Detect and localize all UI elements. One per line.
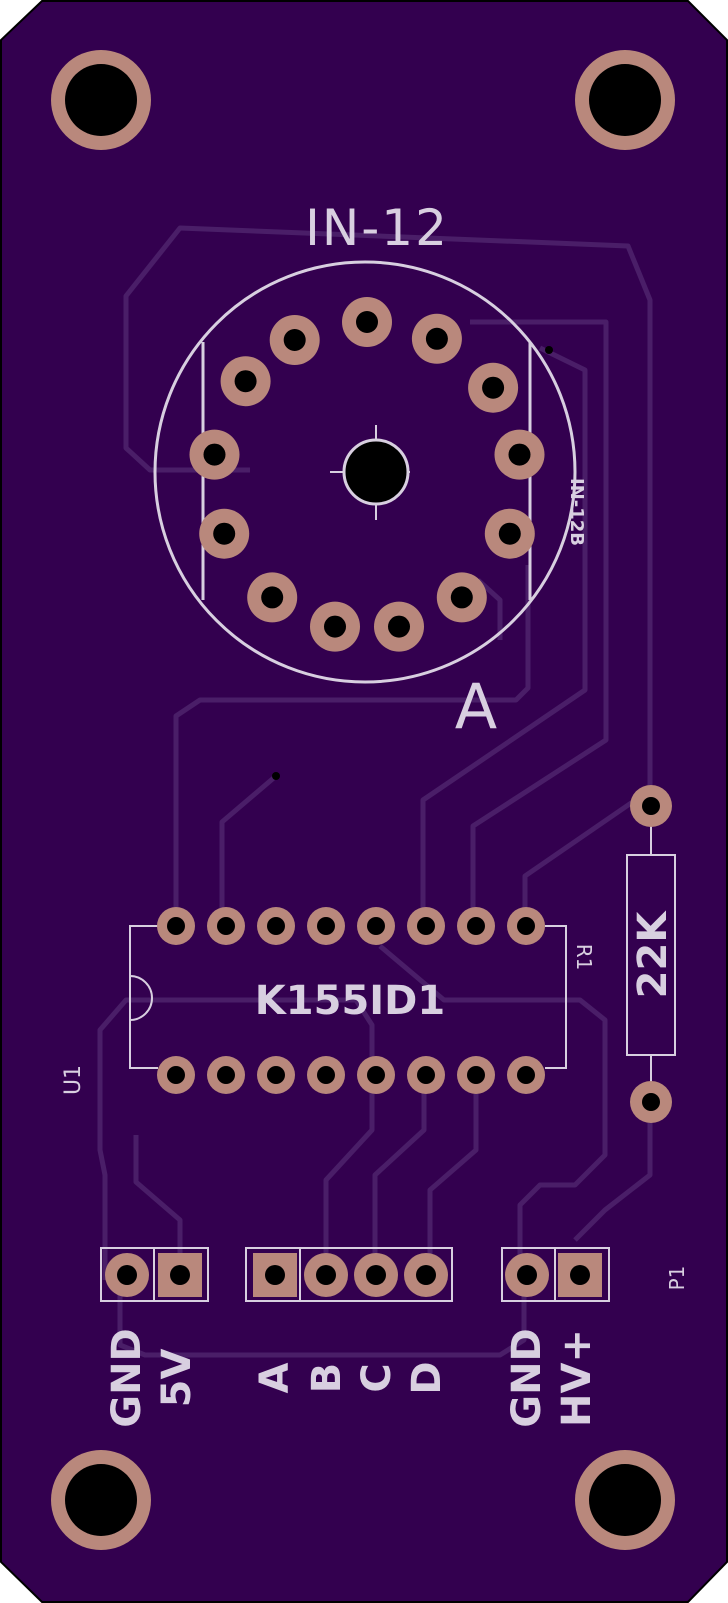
traces bbox=[97, 225, 653, 1358]
resistor-pad-top bbox=[630, 785, 672, 827]
pad-a bbox=[253, 1253, 297, 1297]
tube-pad bbox=[310, 601, 360, 652]
label-c: C bbox=[354, 1363, 400, 1392]
pad-d bbox=[404, 1253, 448, 1297]
ic-pad-bottom bbox=[207, 1056, 245, 1094]
ic-pad-bottom bbox=[407, 1056, 445, 1094]
tube-pad bbox=[436, 572, 487, 623]
resistor-footprint: 22K R1 bbox=[572, 785, 676, 1123]
tube-center-hole bbox=[342, 438, 410, 506]
tube-label: IN-12 bbox=[305, 199, 449, 257]
ic-footprint: K155ID1 U1 bbox=[61, 925, 567, 1095]
pad-b bbox=[304, 1253, 348, 1297]
label-hv: HV+ bbox=[554, 1329, 600, 1427]
ic-ref: U1 bbox=[61, 1065, 86, 1095]
tube-pad bbox=[494, 429, 545, 480]
label-gnd-left: GND bbox=[104, 1328, 150, 1428]
tube-pad bbox=[468, 362, 519, 413]
pad-gnd-right bbox=[505, 1253, 549, 1297]
pin1-marker bbox=[545, 346, 553, 354]
pad-5v bbox=[158, 1253, 202, 1297]
mounting-holes bbox=[51, 50, 675, 1550]
ic-pad-bottom bbox=[457, 1056, 495, 1094]
ic-pad-top bbox=[457, 907, 495, 945]
ic-pad-top bbox=[157, 907, 195, 945]
pad-hv bbox=[558, 1253, 602, 1297]
label-5v: 5V bbox=[154, 1349, 200, 1408]
mounting-hole-br bbox=[575, 1450, 675, 1550]
via-dot bbox=[272, 772, 280, 780]
tube-pads bbox=[189, 297, 545, 652]
ic-notch bbox=[129, 975, 153, 1021]
resistor-body bbox=[626, 854, 676, 1056]
resistor-value: 22K bbox=[630, 910, 676, 999]
ic-pad-top bbox=[257, 907, 295, 945]
label-gnd-right: GND bbox=[504, 1328, 550, 1428]
tube-pad bbox=[220, 356, 271, 407]
connector-power bbox=[100, 1247, 209, 1302]
ic-pad-top bbox=[407, 907, 445, 945]
tube-pad bbox=[342, 297, 392, 347]
tube-pad bbox=[269, 315, 320, 365]
tube-pad bbox=[411, 313, 462, 364]
connector-labels: GND 5V A B C D GND HV+ bbox=[104, 1328, 600, 1428]
ic-pad-top bbox=[207, 907, 245, 945]
label-a: A bbox=[252, 1362, 298, 1393]
ic-pad-top bbox=[357, 907, 395, 945]
tube-pad bbox=[199, 508, 250, 559]
tube-pad bbox=[189, 429, 240, 480]
pad-gnd-left bbox=[105, 1253, 149, 1297]
connector-hv bbox=[501, 1247, 610, 1302]
tube-part-text: IN-12B bbox=[566, 478, 587, 546]
tube-pad bbox=[247, 572, 298, 623]
ic-pad-bottom bbox=[257, 1056, 295, 1094]
ic-pad-bottom bbox=[157, 1056, 195, 1094]
tube-outline bbox=[153, 260, 577, 684]
label-b: B bbox=[304, 1363, 350, 1394]
tube-footprint: IN-12 IN-12B A bbox=[153, 199, 587, 743]
ic-pad-bottom bbox=[357, 1056, 395, 1094]
mounting-hole-tl bbox=[51, 50, 151, 150]
resistor-pad-bottom bbox=[630, 1081, 672, 1123]
ic-name: K155ID1 bbox=[255, 978, 445, 1024]
header-ref: P1 bbox=[665, 1266, 689, 1291]
connector-bcd bbox=[245, 1247, 453, 1302]
tube-anode-label: A bbox=[455, 670, 497, 743]
resistor-ref: R1 bbox=[572, 944, 596, 971]
pad-c bbox=[354, 1253, 398, 1297]
ic-pads bbox=[157, 907, 545, 1094]
ic-pad-top bbox=[507, 907, 545, 945]
mounting-hole-bl bbox=[51, 1450, 151, 1550]
label-d: D bbox=[404, 1361, 450, 1394]
ic-pad-top bbox=[307, 907, 345, 945]
tube-pad bbox=[484, 508, 535, 559]
tube-pad bbox=[374, 601, 424, 652]
ic-pad-bottom bbox=[307, 1056, 345, 1094]
ic-pad-bottom bbox=[507, 1056, 545, 1094]
mounting-hole-tr bbox=[575, 50, 675, 150]
